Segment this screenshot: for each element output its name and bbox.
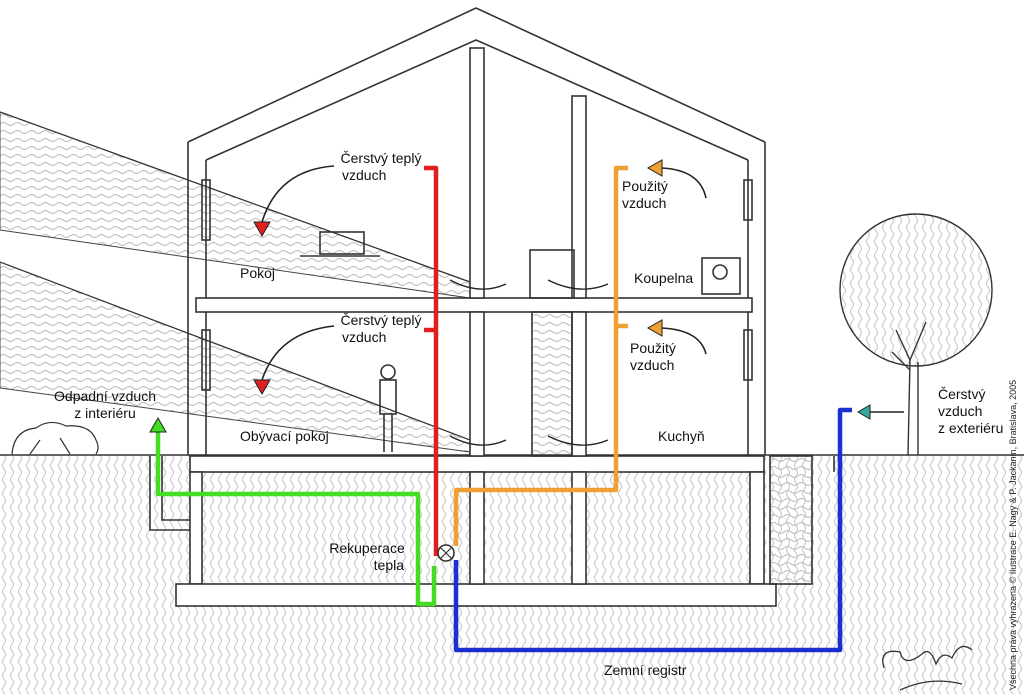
label-room: Pokoj xyxy=(240,265,276,281)
label-ground-register: Zemní registr xyxy=(604,662,687,678)
airflow-arrows xyxy=(449,279,609,446)
house xyxy=(149,7,835,607)
credit-text: Všechna práva vyhrazena © Ilustrace E. N… xyxy=(1008,379,1018,690)
arrowheads xyxy=(149,159,871,433)
label-bathroom: Koupelna xyxy=(634,270,694,286)
label-living-room: Obývací pokoj xyxy=(240,428,329,444)
bush xyxy=(11,421,99,455)
used-air-duct xyxy=(453,165,628,546)
air-direction-arrows xyxy=(261,165,904,413)
ground-register-duct xyxy=(453,407,852,653)
label-kitchen: Kuchyň xyxy=(658,428,705,444)
fresh-warm-duct xyxy=(424,165,439,556)
exhaust-duct xyxy=(155,430,437,607)
signature xyxy=(882,645,973,691)
tree xyxy=(839,213,993,456)
ducts xyxy=(155,165,852,653)
